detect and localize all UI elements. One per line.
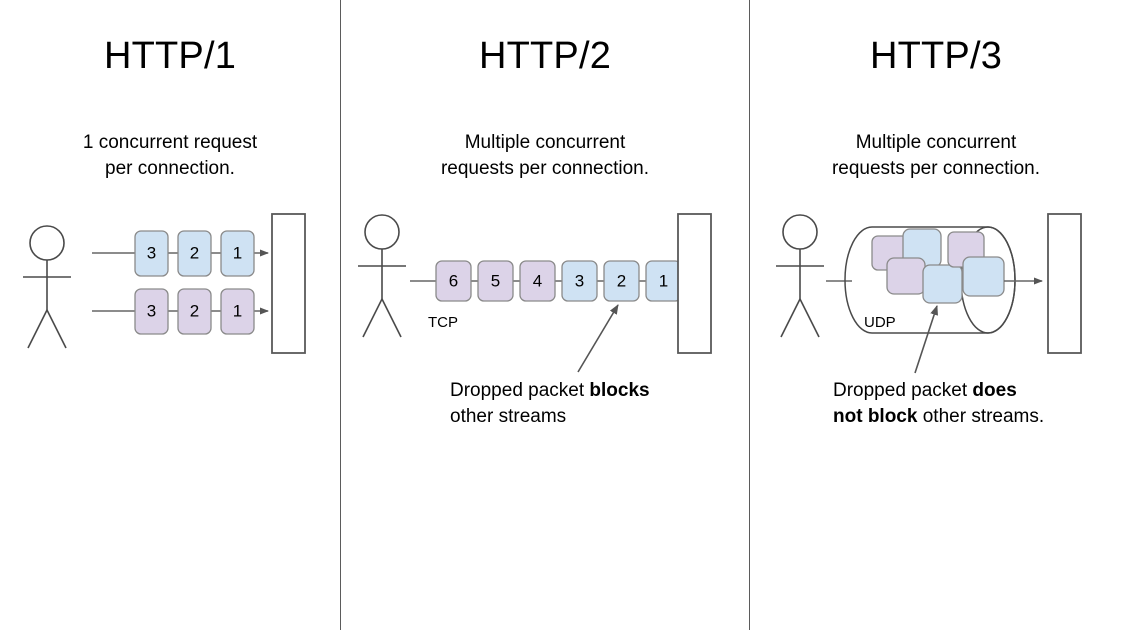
http2-packet-2: 2 [603, 260, 640, 302]
svg-text:3: 3 [147, 301, 156, 320]
panel-http3-description-line1: Multiple concurrent [855, 132, 1017, 153]
svg-text:6: 6 [449, 271, 458, 290]
http2-caption-line2: other streams [450, 406, 567, 427]
http2-packet-1: 1 [645, 260, 682, 302]
panel-http2-description-line1: Multiple concurrent [464, 132, 626, 153]
http1-stream-b: 3 2 1 [92, 288, 269, 335]
http3-udp-packet-3 [886, 257, 926, 295]
panel-http2: HTTP/2 Multiple concurrent requests per … [341, 0, 749, 630]
http3-udp-packets [871, 228, 1005, 304]
panel-http2-title: HTTP/2 [478, 35, 612, 77]
panel-http1: HTTP/1 1 concurrent request per connecti… [0, 0, 340, 630]
http1-client-figure [23, 225, 71, 349]
http2-packet-5: 5 [477, 260, 514, 302]
panel-http3-title: HTTP/3 [869, 35, 1003, 77]
http3-udp-packet-6 [962, 256, 1005, 297]
http2-client-figure [358, 214, 406, 338]
panel-http1-description: 1 concurrent request per connection. [0, 130, 340, 182]
http2-annotation-caption: Dropped packet blocks other streams [450, 378, 720, 430]
http3-server-rectangle [1047, 213, 1082, 354]
http3-caption-line2-normal: other streams. [917, 406, 1045, 427]
svg-text:1: 1 [659, 271, 668, 290]
http1-stream-a: 3 2 1 [92, 230, 269, 277]
http1-server-rectangle [271, 213, 306, 354]
svg-text:3: 3 [575, 271, 584, 290]
panel-divider-2 [749, 0, 750, 630]
http2-server-rectangle [677, 213, 712, 354]
panel-http2-description-line2: requests per connection. [440, 158, 650, 179]
http2-packet-4: 4 [519, 260, 556, 302]
http3-annotation-caption: Dropped packet does not block other stre… [833, 378, 1113, 430]
panel-http3-description: Multiple concurrent requests per connect… [750, 130, 1122, 182]
panel-http1-title: HTTP/1 [103, 35, 237, 77]
svg-text:5: 5 [491, 271, 500, 290]
http3-udp-packet-4 [922, 264, 963, 304]
svg-text:1: 1 [233, 301, 242, 320]
svg-text:1: 1 [233, 243, 242, 262]
panel-http3-description-line2: requests per connection. [831, 158, 1041, 179]
http2-caption-line1: Dropped packet blocks [450, 378, 720, 404]
http1-stream-b-packet-3: 3 [134, 288, 169, 335]
http2-caption-line1-bold: blocks [589, 380, 650, 401]
http3-caption-line1-normal: Dropped packet [833, 380, 973, 401]
http2-packet-3: 3 [561, 260, 598, 302]
svg-text:4: 4 [533, 271, 542, 290]
svg-text:2: 2 [190, 243, 199, 262]
http3-client-figure [776, 214, 824, 338]
http3-caption-line2: not block other streams. [833, 404, 1113, 430]
http2-annotation-pointer [577, 304, 619, 373]
panel-http1-description-line2: per connection. [105, 158, 235, 179]
http1-stream-a-packet-3: 3 [134, 230, 169, 277]
panel-divider-1 [340, 0, 341, 630]
panel-http1-description-line1: 1 concurrent request [82, 132, 258, 153]
http2-packet-6: 6 [435, 260, 472, 302]
http1-stream-b-packet-1: 1 [220, 288, 255, 335]
http2-caption-line1-normal: Dropped packet [450, 380, 590, 401]
svg-text:2: 2 [190, 301, 199, 320]
http3-transport-label: UDP [864, 314, 896, 331]
http3-caption-line2-bold: not block [833, 406, 918, 427]
http2-transport-label: TCP [428, 314, 458, 331]
panel-http3: HTTP/3 Multiple concurrent requests per … [750, 0, 1122, 630]
http3-caption-line1-bold: does [972, 380, 1017, 401]
panel-http2-description: Multiple concurrent requests per connect… [341, 130, 749, 182]
http3-annotation-pointer [914, 305, 938, 374]
svg-text:3: 3 [147, 243, 156, 262]
svg-text:2: 2 [617, 271, 626, 290]
http3-caption-line1: Dropped packet does [833, 378, 1113, 404]
http1-stream-b-packet-2: 2 [177, 288, 212, 335]
http1-stream-a-packet-1: 1 [220, 230, 255, 277]
http1-stream-a-packet-2: 2 [177, 230, 212, 277]
http2-tcp-stream: 6 5 4 3 2 1 [410, 260, 698, 302]
